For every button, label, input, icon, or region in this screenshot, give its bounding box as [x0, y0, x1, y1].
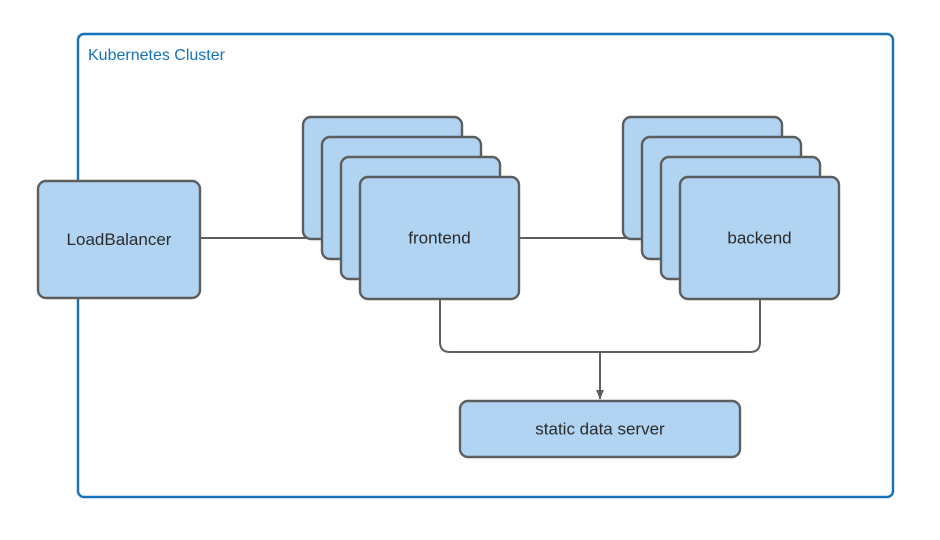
node-static-data-server[interactable]: static data server	[458, 399, 742, 459]
node-backend-label: backend	[727, 228, 791, 247]
node-group: LoadBalancer frontend backend static data s…	[36, 115, 841, 459]
node-frontend[interactable]: frontend	[301, 115, 521, 301]
node-backend-replica-4	[678, 175, 841, 301]
node-static-data-server-box	[458, 399, 742, 459]
cluster-label-group: Kubernetes Cluster	[88, 47, 226, 64]
node-loadbalancer-label: LoadBalancer	[67, 230, 172, 249]
node-frontend-replica-4	[358, 175, 521, 301]
node-loadbalancer[interactable]: LoadBalancer	[36, 179, 202, 300]
edge-frontend-to-static-data-server	[439, 299, 600, 353]
node-static-data-server-label: static data server	[535, 419, 665, 438]
edge-backend-to-static-data-server	[600, 299, 761, 353]
cluster-label: Kubernetes Cluster	[88, 47, 226, 64]
node-frontend-label: frontend	[408, 228, 470, 247]
node-loadbalancer-box	[36, 179, 202, 300]
node-backend[interactable]: backend	[621, 115, 841, 301]
